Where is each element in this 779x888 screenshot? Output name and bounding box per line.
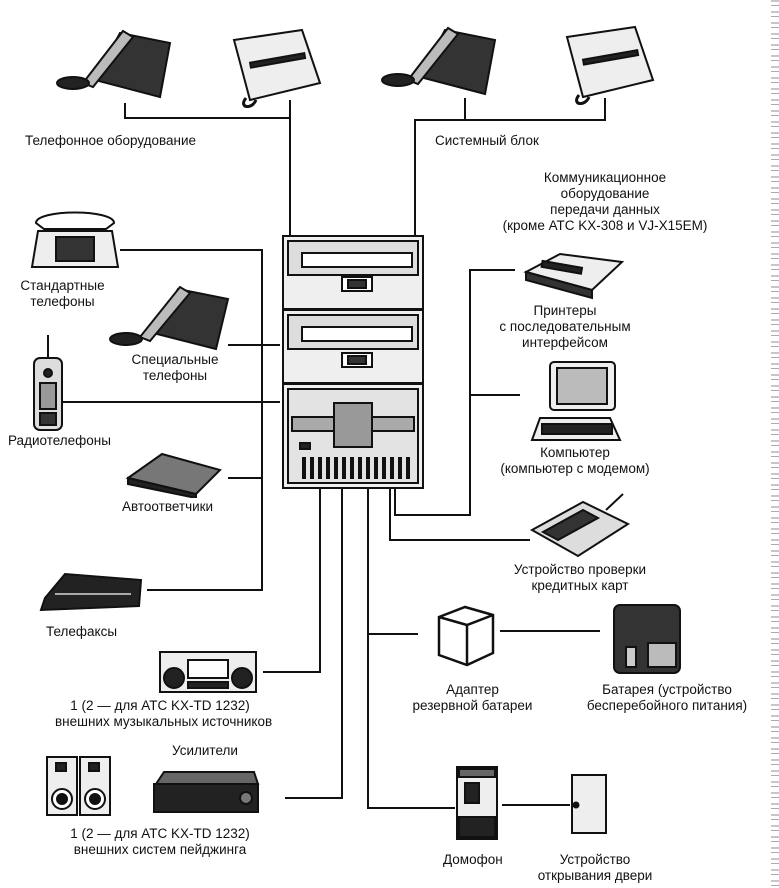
label-paging-1: 1 (2 — для АТС KX-TD 1232) (70, 826, 250, 841)
label-computer: Компьютер (компьютер с модемом) (480, 445, 670, 477)
battery-ups-icon[interactable] (612, 603, 682, 675)
label-comm-line-3: передачи данных (550, 202, 660, 217)
label-card-reader-2: кредитных карт (531, 578, 629, 593)
boombox-icon[interactable] (158, 650, 258, 695)
label-comm-line-2: оборудование (560, 186, 650, 201)
label-battery-adapter-2: резервной батареи (412, 698, 533, 713)
wire-music (263, 488, 321, 673)
label-special-phones-2: телефоны (142, 368, 208, 383)
label-door-opener: Устройство открывания двери (535, 852, 655, 884)
label-computer-2: (компьютер с модемом) (500, 461, 650, 476)
label-system-unit: Системный блок (435, 133, 539, 148)
label-battery-1: Батарея (устройство (602, 682, 732, 697)
label-paging-2: внешних систем пейджинга (73, 842, 247, 857)
label-comm-line-1: Коммуникационное (543, 170, 667, 185)
label-door-opener-1: Устройство (559, 852, 631, 867)
scan-edge-artifact (771, 0, 779, 888)
amplifier-icon[interactable] (150, 770, 262, 815)
label-standard-phones: Стандартные телефоны (10, 278, 115, 310)
display-telephone-icon[interactable] (565, 25, 655, 105)
display-telephone-icon[interactable] (232, 28, 322, 108)
label-computer-1: Компьютер (540, 445, 610, 460)
label-standard-phones-1: Стандартные (20, 278, 105, 293)
label-standard-phones-2: телефоны (30, 294, 95, 309)
wire-card-reader-2 (389, 488, 470, 541)
label-radiophones: Радиотелефоны (8, 433, 111, 448)
label-special-phones-1: Специальные (131, 352, 219, 367)
answering-machine-icon[interactable] (124, 450, 224, 500)
label-music-sources: 1 (2 — для АТС KX-TD 1232) внешних музык… (55, 698, 273, 730)
label-card-reader: Устройство проверки кредитных карт (490, 562, 670, 594)
card-reader-icon[interactable] (528, 490, 633, 560)
key-telephone-icon[interactable] (380, 22, 500, 97)
key-telephone-icon[interactable] (108, 283, 233, 353)
label-door-opener-2: открывания двери (537, 868, 653, 883)
label-doorphone: Домофон (443, 852, 503, 867)
label-printers-3: интерфейсом (522, 335, 608, 350)
label-card-reader-1: Устройство проверки (513, 562, 647, 577)
label-special-phones: Специальные телефоны (120, 352, 230, 384)
label-printers-2: с последовательным (499, 319, 631, 334)
label-printers-1: Принтеры (533, 303, 597, 318)
doorphone-icon[interactable] (455, 765, 499, 841)
label-battery: Батарея (устройство бесперебойного питан… (562, 682, 772, 714)
printer-icon[interactable] (520, 250, 625, 300)
door-icon[interactable] (570, 773, 608, 836)
wire-standard-phones (120, 249, 263, 591)
label-amplifiers: Усилители (172, 743, 238, 758)
label-paging: 1 (2 — для АТС KX-TD 1232) внешних систе… (55, 826, 265, 858)
wire-phone-equipment (124, 103, 291, 235)
wire-bottom-bus (367, 488, 455, 809)
label-faxes: Телефаксы (46, 624, 118, 639)
label-music-1: 1 (2 — для АТС KX-TD 1232) (70, 698, 250, 713)
label-battery-adapter: Адаптер резервной батареи (405, 682, 540, 714)
label-battery-2: бесперебойного питания) (586, 698, 748, 713)
cube-icon[interactable] (435, 605, 497, 667)
label-music-2: внешних музыкальных источников (55, 714, 273, 729)
label-phone-equipment: Телефонное оборудование (25, 133, 197, 148)
label-printers: Принтеры с последовательным интерфейсом (480, 303, 650, 351)
label-battery-adapter-1: Адаптер (446, 682, 499, 697)
wire-system-unit (414, 98, 606, 235)
fax-machine-icon[interactable] (35, 570, 147, 615)
label-comm-equipment: Коммуникационное оборудование передачи д… (470, 170, 740, 234)
key-telephone-icon[interactable] (55, 25, 175, 100)
desk-telephone-icon[interactable] (28, 205, 123, 270)
wire-data (394, 269, 515, 516)
label-answering-machines: Автоответчики (122, 499, 214, 514)
cordless-phone-icon[interactable] (28, 333, 68, 433)
computer-icon[interactable] (530, 360, 625, 442)
pbx-cabinet-icon[interactable] (282, 235, 424, 490)
speakers-icon[interactable] (46, 755, 111, 817)
wire-paging (285, 488, 343, 799)
label-comm-line-4: (кроме АТС KX-308 и VJ-X15EM) (502, 218, 708, 233)
